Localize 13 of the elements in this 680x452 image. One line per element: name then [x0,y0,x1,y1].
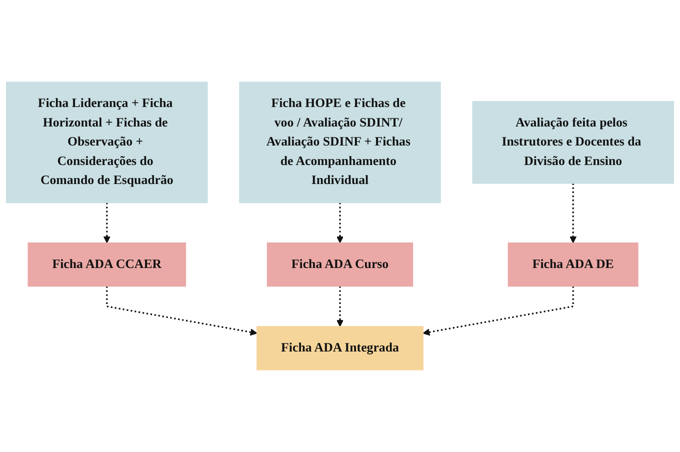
arrow [103,202,110,244]
node-box: Avaliação feita pelos Instrutores e Docentes da Divisão de Ensino [472,101,674,184]
node-box: Ficha ADA CCAER [28,242,186,287]
node-box: Ficha ADA Integrada [256,326,424,370]
node-box: Ficha HOPE e Fichas de voo / Avaliação SDINT/ Avaliação SDINF + Fichas de Acompanhamento Individual [239,82,441,204]
arrow [570,183,577,244]
arrow [422,286,574,336]
node-box: Ficha ADA Curso [266,242,414,287]
arrow [336,286,344,327]
node-box: Ficha Liderança + Ficha Horizontal + Fichas de Observação + Considerações do Comando de Esquadrão [6,82,208,204]
arrow [106,286,258,336]
node-box: Ficha ADA DE [508,242,638,287]
arrow [336,202,344,244]
